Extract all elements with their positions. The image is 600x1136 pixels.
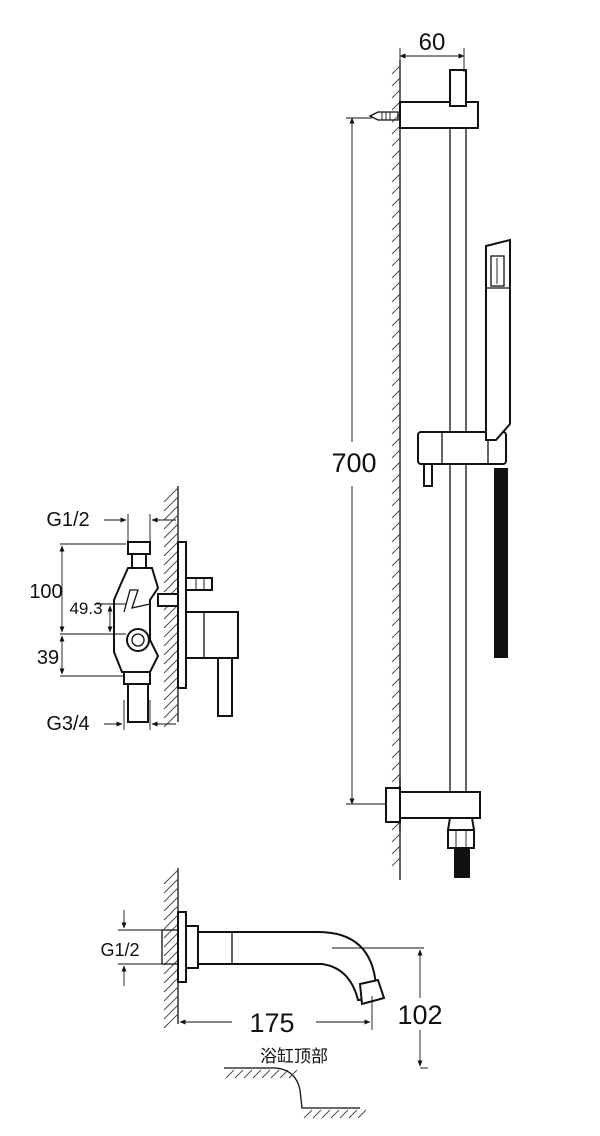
hose-connector [446, 817, 476, 831]
dim-39-label: 39 [37, 647, 59, 669]
inlet-bottom-label: G3/4 [46, 713, 89, 735]
bath-spout [161, 911, 386, 1006]
spout-flange [177, 911, 187, 983]
bottom-wall-bracket [399, 791, 481, 819]
dimension-700: 700 [331, 117, 386, 805]
hand-shower [485, 238, 511, 441]
bathtub-top-label: 浴缸顶部 [260, 1046, 328, 1066]
dim-700-label: 700 [331, 448, 376, 478]
diverter-knob [185, 577, 213, 591]
wall-shower-rail [391, 60, 401, 880]
bathtub-rim: 浴缸顶部 [224, 1046, 367, 1119]
mixer-dimensions: 100 49.3 39 G1/2 G3/4 [29, 509, 176, 735]
hose-nut [447, 829, 475, 849]
spout-thread-label: G1/2 [100, 940, 139, 960]
dim-49-3-label: 49.3 [69, 599, 102, 618]
holder-knob [423, 463, 433, 487]
wall-spout [163, 868, 179, 1029]
top-inlet-nut [127, 541, 151, 555]
mixer-body [113, 567, 160, 673]
bottom-inlet-pipe [127, 683, 149, 723]
shower-hose-upper [494, 468, 508, 658]
bottom-inlet-nut [123, 671, 151, 685]
dim-100-label: 100 [29, 581, 62, 603]
shower-hose-lower [454, 848, 470, 878]
spout-height-label: 102 [397, 1000, 442, 1030]
mixer-cover-plate [177, 541, 187, 689]
mixer-lever [217, 657, 233, 717]
spout-dimensions: G1/2 175 102 [100, 910, 443, 1069]
hand-shower-face [490, 255, 505, 287]
slide-rail-assembly [368, 69, 511, 878]
fixing-screw-icon [368, 111, 399, 121]
dim-60-label: 60 [419, 29, 446, 56]
mixer-valve [113, 541, 239, 723]
top-rail-cap [449, 69, 467, 107]
spout-base [185, 925, 199, 969]
dimension-60: 60 [399, 29, 465, 72]
cartridge-circle [126, 628, 150, 652]
spout-thread-stub [161, 929, 179, 965]
spout-outlet [358, 978, 386, 1006]
inlet-top-label: G1/2 [46, 509, 89, 531]
bottom-flange [385, 787, 401, 823]
diverter-stem [157, 593, 179, 607]
mixer-outlet-channel [123, 589, 151, 613]
sliding-holder [417, 431, 507, 465]
mixer-handle-body [185, 611, 239, 659]
spout-length-label: 175 [249, 1008, 294, 1038]
spout-tube [197, 931, 384, 1002]
